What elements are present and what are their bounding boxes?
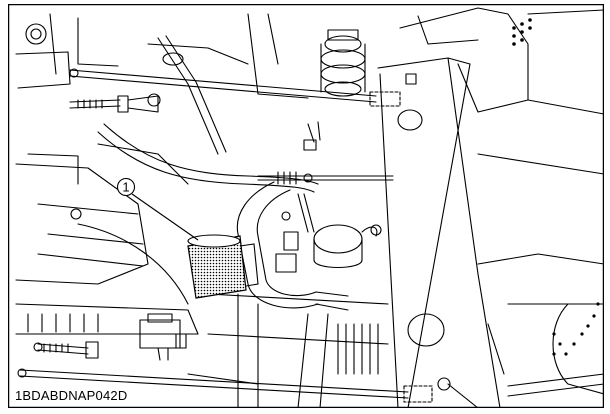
callout-leader-line <box>131 193 199 241</box>
lower-frame <box>187 293 389 408</box>
fuel-filter-canister-icon <box>187 234 259 299</box>
right-support-rail <box>377 57 505 408</box>
linkage-arm <box>147 13 309 155</box>
lower-control-rod <box>17 368 451 403</box>
top-spring-damper <box>320 29 366 97</box>
figure-code-label: 1BDABDNAP042D <box>13 388 130 403</box>
large-hose <box>236 181 349 311</box>
left-grille <box>15 303 199 335</box>
engine-bay-line-drawing: 1 <box>8 4 604 408</box>
top-left-bracket <box>15 13 119 89</box>
hose-clamps <box>275 121 321 273</box>
diagram-border <box>8 4 604 408</box>
left-housing <box>15 143 189 305</box>
electrical-connector <box>139 313 187 361</box>
ventilation-holes <box>512 18 600 356</box>
right-bracket-plate <box>399 7 604 305</box>
lower-left-bolt <box>33 341 99 359</box>
right-edge-panel <box>447 9 604 408</box>
reservoir-cap <box>313 224 382 268</box>
callout-circle-icon <box>116 177 136 197</box>
callout-number: 1 <box>122 180 129 195</box>
left-bolt <box>69 93 161 113</box>
middle-cable <box>257 171 394 185</box>
upper-control-rod <box>69 68 401 107</box>
